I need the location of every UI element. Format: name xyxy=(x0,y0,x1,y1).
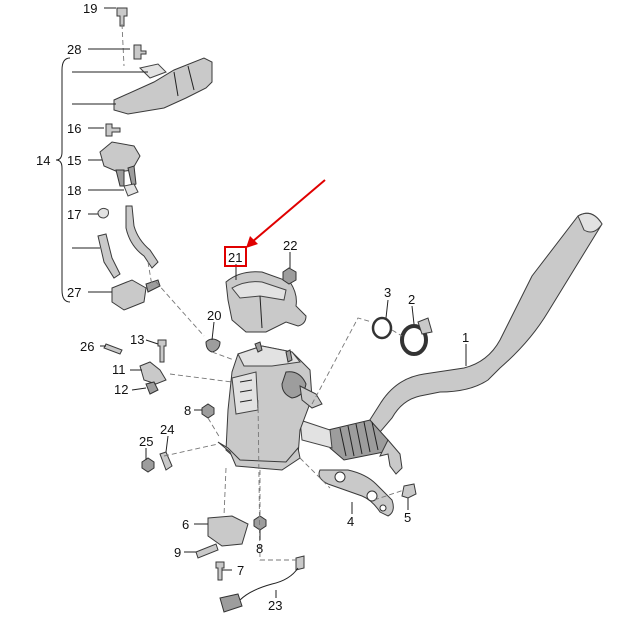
callout-24: 24 xyxy=(160,422,174,437)
callout-22: 22 xyxy=(283,238,297,253)
callout-23: 23 xyxy=(268,598,282,613)
clip xyxy=(159,451,173,471)
exhaust-pipe xyxy=(365,212,603,433)
sensor-bracket xyxy=(113,57,213,115)
callout-19: 19 xyxy=(83,1,97,16)
callout-11: 11 xyxy=(112,362,126,377)
hose-clamp xyxy=(97,207,109,219)
callout-7: 7 xyxy=(237,563,244,578)
bolt xyxy=(215,561,225,581)
bolt xyxy=(401,483,417,499)
callout-27: 27 xyxy=(67,285,81,300)
nut xyxy=(282,267,297,285)
callout-14: 14 xyxy=(36,153,50,168)
callout-17: 17 xyxy=(67,207,81,222)
callout-9: 9 xyxy=(174,545,181,560)
screw xyxy=(133,44,147,60)
pressure-sensor xyxy=(99,141,141,187)
callout-16: 16 xyxy=(67,121,81,136)
callout-5: 5 xyxy=(404,510,411,525)
callout-8-lower: 8 xyxy=(256,541,263,556)
pipe-bracket xyxy=(379,439,403,475)
callout-21: 21 xyxy=(228,250,242,265)
catalytic-converter xyxy=(217,345,323,471)
hose xyxy=(125,205,159,269)
stud xyxy=(195,543,219,559)
callout-3: 3 xyxy=(384,285,391,300)
bolt xyxy=(157,339,167,363)
leader-lines xyxy=(55,7,467,598)
nut xyxy=(145,381,159,395)
gasket-nut xyxy=(205,338,221,353)
nut xyxy=(253,515,267,531)
callout-18: 18 xyxy=(67,183,81,198)
screw xyxy=(105,123,121,137)
callout-1: 1 xyxy=(462,330,469,345)
highlight-box xyxy=(224,246,247,267)
stud xyxy=(103,343,123,355)
callout-28: 28 xyxy=(67,42,81,57)
oxygen-sensor xyxy=(219,555,305,613)
callout-15: 15 xyxy=(67,153,81,168)
highlight-arrow xyxy=(246,179,326,248)
bolt xyxy=(116,7,128,27)
callout-26: 26 xyxy=(80,339,94,354)
callout-20: 20 xyxy=(207,308,221,323)
callout-2: 2 xyxy=(408,292,415,307)
nut xyxy=(201,403,215,419)
callout-25: 25 xyxy=(139,434,153,449)
nut xyxy=(141,457,155,473)
bracket xyxy=(139,361,167,385)
sensor-holder xyxy=(111,279,161,311)
mounting-bracket xyxy=(207,515,249,547)
callout-13: 13 xyxy=(130,332,144,347)
clip xyxy=(123,183,139,197)
callout-12: 12 xyxy=(114,382,128,397)
hose xyxy=(97,233,121,279)
callout-4: 4 xyxy=(347,514,354,529)
assembly-lines xyxy=(121,23,405,561)
callout-8-upper: 8 xyxy=(184,403,191,418)
gasket-ring xyxy=(371,316,393,340)
stud xyxy=(285,349,293,363)
pipe-clamp xyxy=(400,317,433,356)
heat-shield xyxy=(225,271,307,333)
stud xyxy=(254,341,263,353)
flex-pipe xyxy=(299,419,389,461)
callout-6: 6 xyxy=(182,517,189,532)
flange-gasket xyxy=(318,469,394,517)
callout-labels: 19 28 16 14 15 18 17 27 21 22 20 26 13 1… xyxy=(36,1,469,613)
